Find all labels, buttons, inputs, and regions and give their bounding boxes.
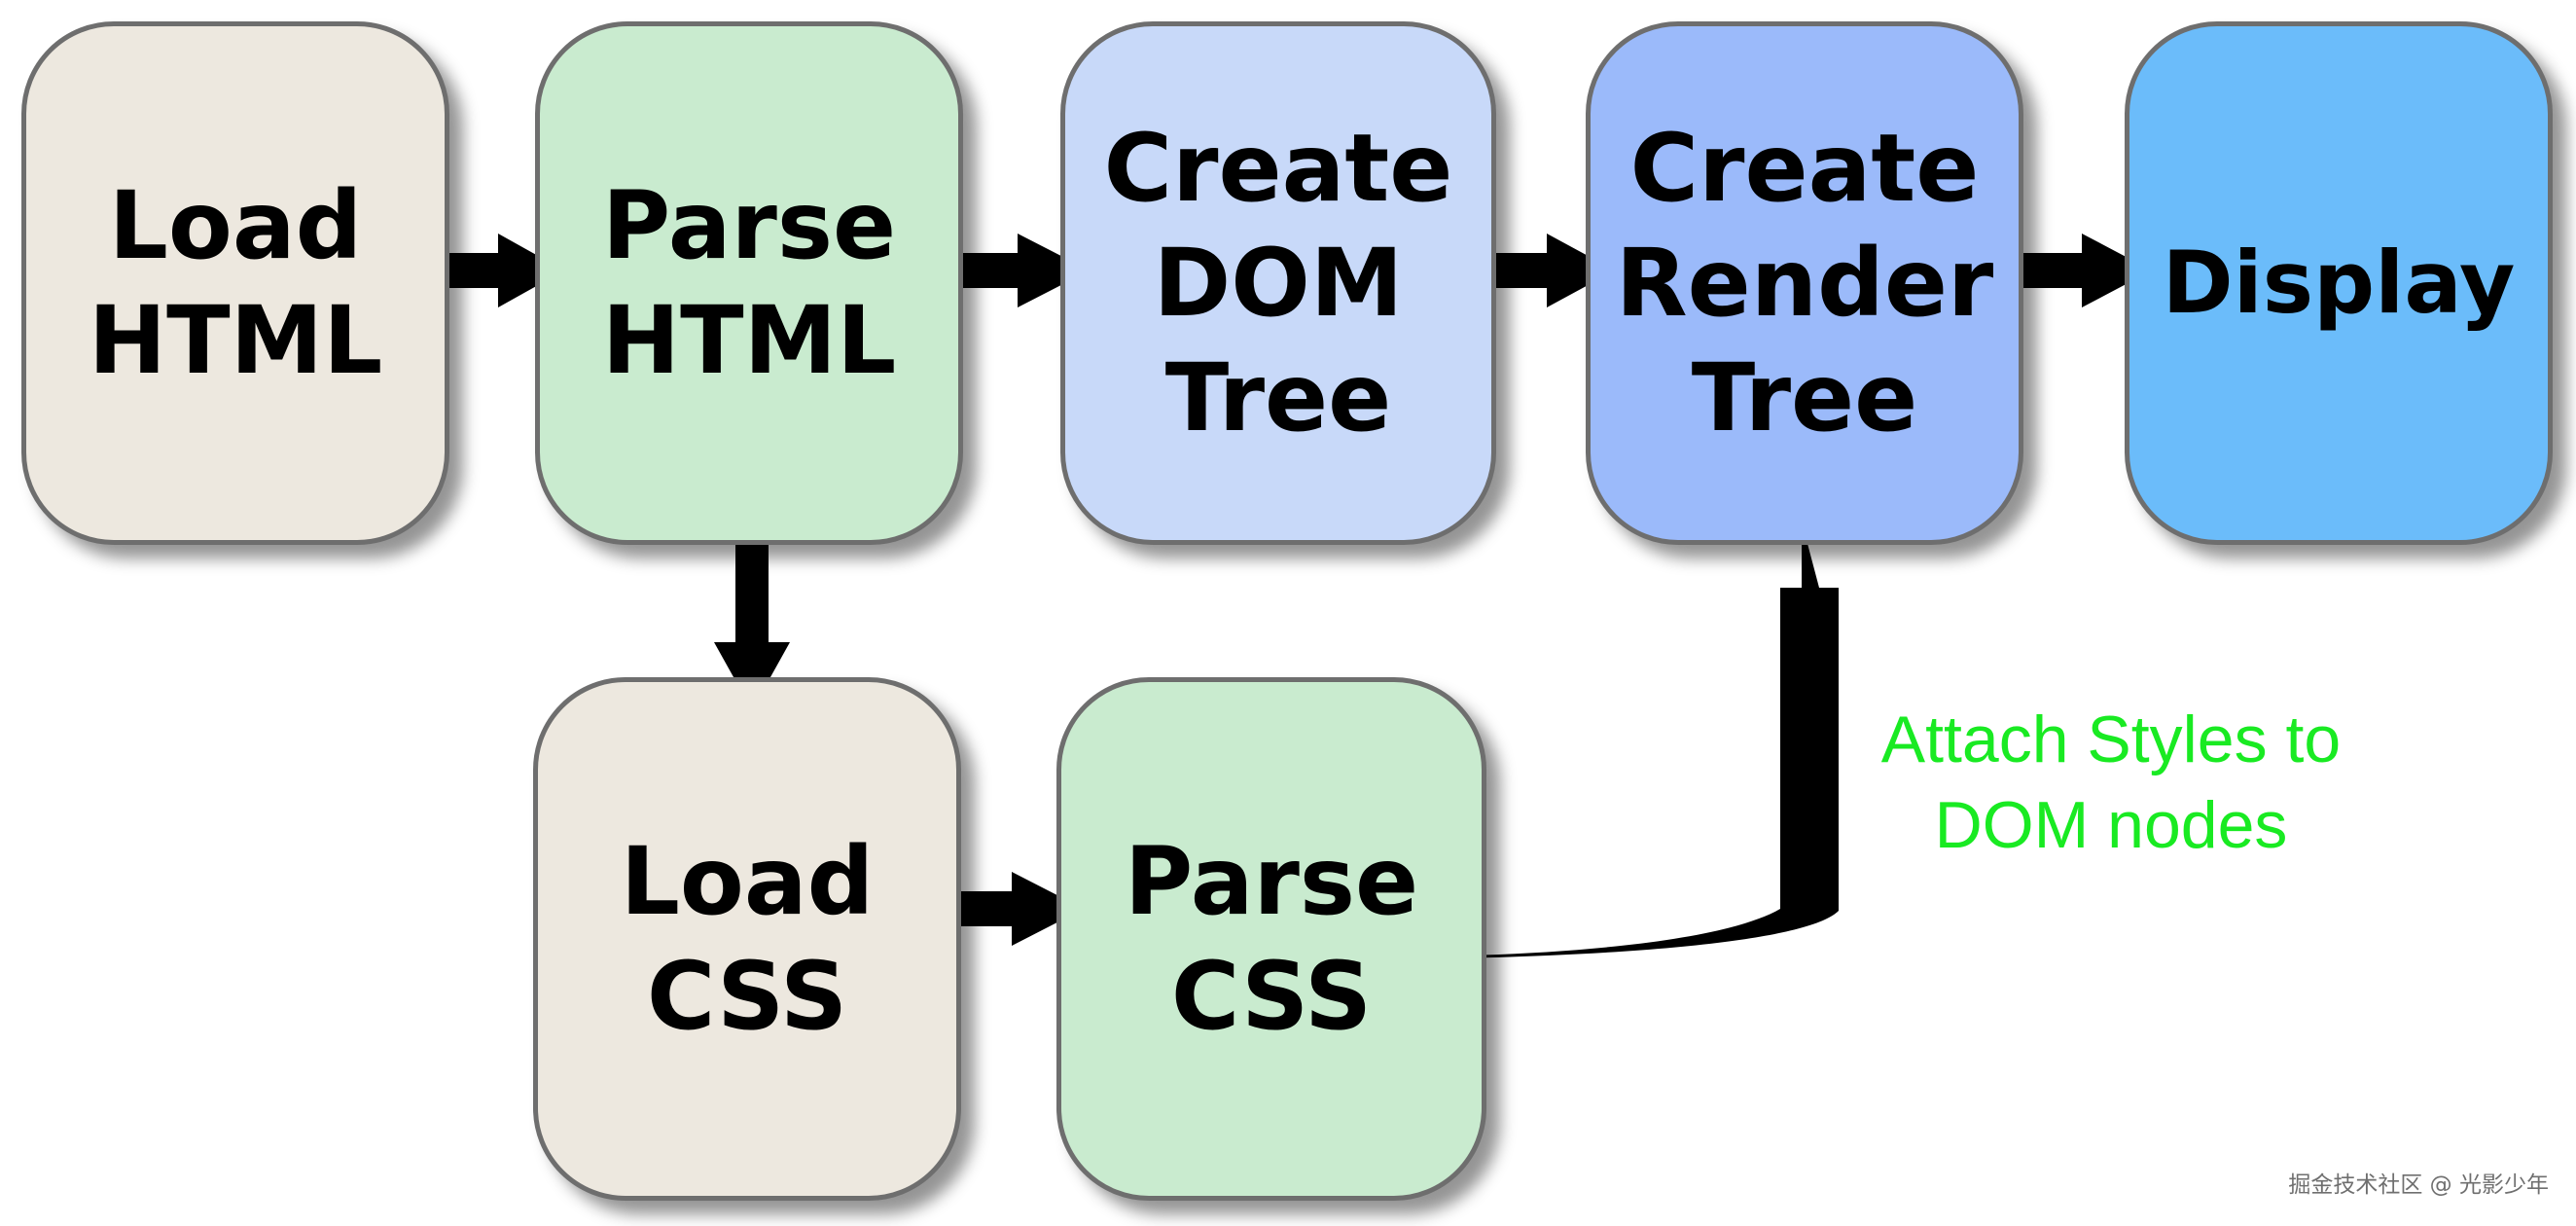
node-load-css: Load CSS <box>533 677 961 1201</box>
node-parse-html-line-1: Parse <box>601 171 897 280</box>
node-create-dom-tree-line-3: Tree <box>1164 343 1392 452</box>
node-load-html-line-2: HTML <box>88 286 383 395</box>
node-parse-css-line-2: CSS <box>1170 942 1373 1051</box>
node-create-dom-tree: Create DOM Tree <box>1060 21 1496 545</box>
arrow-create-dom-to-create-render <box>1467 234 1615 307</box>
watermark: 掘金技术社区 @ 光影少年 <box>2288 1172 2549 1198</box>
edge-label-line-1: Attach Styles to <box>1880 703 2342 776</box>
arrow-create-render-to-display <box>1998 234 2152 307</box>
node-create-render-tree-line-3: Tree <box>1691 343 1918 452</box>
node-parse-html-line-2: HTML <box>601 286 897 395</box>
node-parse-css: Parse CSS <box>1056 677 1486 1201</box>
node-create-render-tree: Create Render Tree <box>1586 21 2023 545</box>
node-display-line-1: Display <box>2162 233 2516 333</box>
arrow-parse-html-to-create-dom <box>940 234 1090 307</box>
node-create-dom-tree-line-2: DOM <box>1153 229 1404 338</box>
node-load-css-line-2: CSS <box>646 942 848 1051</box>
node-display: Display <box>2125 21 2553 545</box>
node-load-html: Load HTML <box>21 21 449 545</box>
node-parse-html: Parse HTML <box>535 21 963 545</box>
node-load-css-line-1: Load <box>620 827 875 936</box>
edge-label-line-2: DOM nodes <box>1934 788 2288 862</box>
arrow-parse-html-to-load-css <box>714 520 790 710</box>
node-create-dom-tree-line-1: Create <box>1103 114 1453 223</box>
edge-label-attach-styles: Attach Styles to DOM nodes <box>1829 697 2393 868</box>
node-create-render-tree-line-2: Render <box>1615 229 1994 338</box>
arrow-load-css-to-parse-css <box>932 872 1084 946</box>
node-load-html-line-1: Load <box>108 171 363 280</box>
arrow-parse-css-to-create-render <box>1397 522 1839 959</box>
node-create-render-tree-line-1: Create <box>1629 114 1980 223</box>
arrow-load-html-to-parse-html <box>420 234 564 307</box>
node-parse-css-line-1: Parse <box>1124 827 1419 936</box>
